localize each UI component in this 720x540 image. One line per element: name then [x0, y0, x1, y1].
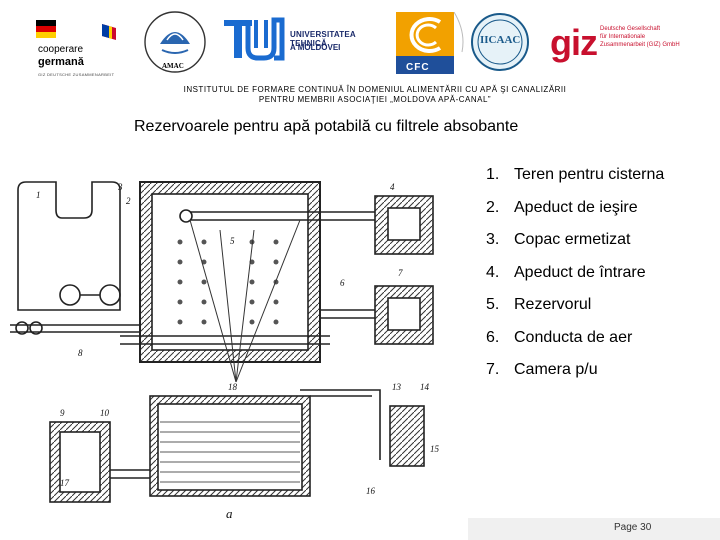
callout-9: 9: [60, 408, 65, 418]
legend-text: Conducta de aer: [514, 328, 633, 346]
amac-emblem-icon: [144, 11, 206, 73]
callout-10: 10: [100, 408, 110, 418]
callout-16: 16: [366, 486, 376, 496]
legend-item: 6. Conducta de aer: [486, 329, 664, 362]
slide-title: Rezervoarele pentru apă potabilă cu filt…: [134, 118, 519, 135]
legend-num: 3.: [486, 231, 500, 248]
callout-14: 14: [420, 382, 430, 392]
institute-line2: PENTRU MEMBRII ASOCIAŢIEI „MOLDOVA APĂ-C…: [258, 95, 492, 104]
legend-num: 1.: [486, 166, 500, 183]
callout-17: 17: [60, 478, 70, 488]
cooperation-line3: GIZ DEUTSCHE ZUSAMMENARBEIT: [38, 72, 115, 77]
legend-item: 4. Apeduct de întrare: [486, 264, 664, 297]
iicaac-logo: IICAAC: [470, 12, 530, 72]
callout-13: 13: [392, 382, 402, 392]
callout-18: 18: [228, 382, 238, 392]
legend-item: 3. Copac ermetizat: [486, 231, 664, 264]
legend-num: 2.: [486, 198, 500, 216]
utm-logo: UNIVERSITATEA TEHNICĂ A MOLDOVEI: [222, 16, 390, 62]
legend-text: Teren pentru cisterna: [514, 166, 665, 183]
reservoir-diagram: 1 2 3 4 5 6 7 8 9 10 13 14 15 16 17 18 a: [10, 181, 440, 520]
callout-6: 6: [340, 278, 345, 288]
legend-text: Camera p/u: [514, 361, 598, 378]
legend-text: Copac ermetizat: [514, 231, 631, 248]
legend-item: 1. Teren pentru cisterna: [486, 166, 664, 199]
cfc-logo: CFC: [396, 11, 466, 74]
legend-text: Apeduct de ieşire: [514, 198, 638, 216]
cooperation-line2: germană: [38, 56, 84, 68]
legend-item: 5. Rezervorul: [486, 296, 664, 329]
legend-text: Apeduct de întrare: [514, 263, 646, 281]
footer-bar: [468, 518, 720, 540]
amac-logo: AMAC: [140, 10, 210, 76]
legend-item: 2. Apeduct de ieşire: [486, 199, 664, 232]
giz-line3: Zusammenarbeit (GIZ) GmbH: [600, 42, 680, 48]
utm-line2: A MOLDOVEI: [290, 43, 341, 52]
callout-1: 1: [36, 190, 41, 200]
iicaac-label: IICAAC: [480, 34, 521, 46]
utm-monogram-icon: [224, 17, 285, 61]
germany-flag-icon: [36, 20, 56, 38]
giz-logo: giz Deutsche Gesellschaft für Internatio…: [546, 22, 716, 68]
logo-bar: cooperare germană GIZ DEUTSCHE ZUSAMMENA…: [0, 0, 720, 82]
legend-list: 1. Teren pentru cisterna 2. Apeduct de ieş…: [486, 166, 664, 394]
page-number: Page 30: [614, 522, 652, 533]
giz-line2: für Internationale: [600, 34, 646, 40]
amac-label: AMAC: [162, 62, 184, 70]
cfc-emblem-icon: [396, 11, 464, 74]
diagram-caption: a: [226, 506, 233, 520]
institute-header: INSTITUTUL DE FORMARE CONTINUĂ ÎN DOMENI…: [0, 85, 720, 105]
moldova-flag-icon: [102, 24, 116, 40]
iicaac-emblem-icon: [471, 13, 529, 71]
callout-8: 8: [78, 348, 83, 358]
legend-item: 7. Camera p/u: [486, 361, 664, 394]
giz-mark: giz: [550, 22, 598, 63]
callout-2: 2: [126, 196, 131, 206]
callout-3: 3: [117, 182, 123, 192]
legend-num: 6.: [486, 328, 500, 346]
callout-7: 7: [398, 268, 403, 278]
legend-num: 4.: [486, 263, 500, 281]
utm-line1: UNIVERSITATEA TEHNICĂ: [290, 30, 356, 48]
callout-5: 5: [230, 236, 235, 246]
cooperation-logo: cooperare germană GIZ DEUTSCHE ZUSAMMENA…: [32, 18, 124, 78]
legend-text: Rezervorul: [514, 296, 592, 313]
legend-num: 5.: [486, 296, 500, 313]
callout-15: 15: [430, 444, 440, 454]
legend-num: 7.: [486, 361, 500, 378]
cooperation-line1: cooperare: [38, 44, 84, 55]
giz-line1: Deutsche Gesellschaft: [600, 26, 661, 32]
callout-4: 4: [390, 182, 395, 192]
institute-line1: INSTITUTUL DE FORMARE CONTINUĂ ÎN DOMENI…: [183, 85, 567, 94]
cfc-label: CFC: [406, 62, 430, 73]
